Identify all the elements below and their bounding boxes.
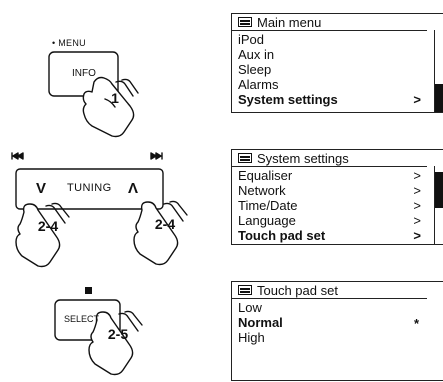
select-button-shape	[54, 299, 121, 341]
hand-2-left	[15, 203, 61, 268]
scrollbar-thumb[interactable]	[435, 172, 443, 208]
select-button-label[interactable]: SELECT	[64, 314, 100, 324]
touch-pad-set-panel: Touch pad set Low Normal* High	[231, 281, 443, 381]
menu-list-icon	[238, 17, 252, 27]
info-button-label[interactable]: INFO	[72, 68, 96, 79]
panel-title: System settings	[232, 150, 427, 167]
step-1-label: 1	[111, 90, 119, 106]
panel-title-text: System settings	[257, 150, 349, 166]
system-settings-panel: System settings Equaliser> Network> Time…	[231, 149, 443, 245]
menu-item-aux-in[interactable]: Aux in	[238, 47, 275, 62]
illustration-drawing	[11, 51, 188, 376]
panel-title: Main menu	[232, 14, 427, 31]
scrollbar-track[interactable]	[434, 30, 443, 112]
menu-list-icon	[238, 153, 252, 163]
selected-marker: *	[413, 316, 419, 331]
menu-item-language[interactable]: Language>	[238, 213, 421, 228]
hand-2-right	[133, 201, 179, 266]
menu-item-equaliser[interactable]: Equaliser>	[238, 168, 421, 183]
submenu-arrow: >	[413, 228, 421, 243]
submenu-arrow: >	[413, 92, 421, 107]
option-high[interactable]: High	[238, 330, 265, 345]
panel-title-text: Touch pad set	[257, 282, 338, 298]
step-2-4-left-label: 2-4	[37, 218, 59, 234]
hand-3	[88, 311, 134, 376]
hand-1	[82, 76, 135, 138]
menu-item-touch-pad-set[interactable]: Touch pad set>	[238, 228, 421, 243]
step-2-5-label: 2-5	[107, 326, 129, 342]
scrollbar-thumb[interactable]	[435, 84, 443, 112]
menu-item-system-settings[interactable]: System settings>	[238, 92, 421, 107]
submenu-arrow: >	[413, 183, 421, 198]
main-menu-panel: Main menu iPod Aux in Sleep Alarms Syste…	[231, 13, 443, 113]
tuning-label: TUNING	[67, 182, 112, 194]
submenu-arrow: >	[413, 168, 421, 183]
option-normal[interactable]: Normal*	[238, 315, 419, 331]
submenu-arrow: >	[413, 213, 421, 228]
step-2-4-right-label: 2-4	[154, 216, 176, 232]
option-low[interactable]: Low	[238, 300, 262, 315]
menu-item-alarms[interactable]: Alarms	[238, 77, 279, 92]
submenu-arrow: >	[413, 198, 421, 213]
stop-square-icon	[85, 287, 92, 294]
menu-caption: • MENU	[52, 38, 86, 48]
menu-item-network[interactable]: Network>	[238, 183, 421, 198]
panel-title-text: Main menu	[257, 14, 322, 30]
panel-title: Touch pad set	[232, 282, 427, 299]
menu-item-time-date[interactable]: Time/Date>	[238, 198, 421, 213]
scrollbar-track[interactable]	[434, 166, 443, 244]
tuning-up-chevron[interactable]: Λ	[128, 180, 139, 197]
menu-item-ipod[interactable]: iPod	[238, 32, 265, 47]
menu-item-sleep[interactable]: Sleep	[238, 62, 272, 77]
tuning-down-chevron[interactable]: V	[36, 180, 47, 197]
menu-list-icon	[238, 285, 252, 295]
instruction-illustration: • MENU INFO 1 V TUNING Λ 2-4 2-4 SELECT …	[11, 38, 188, 376]
tuning-button-shape	[15, 168, 164, 210]
